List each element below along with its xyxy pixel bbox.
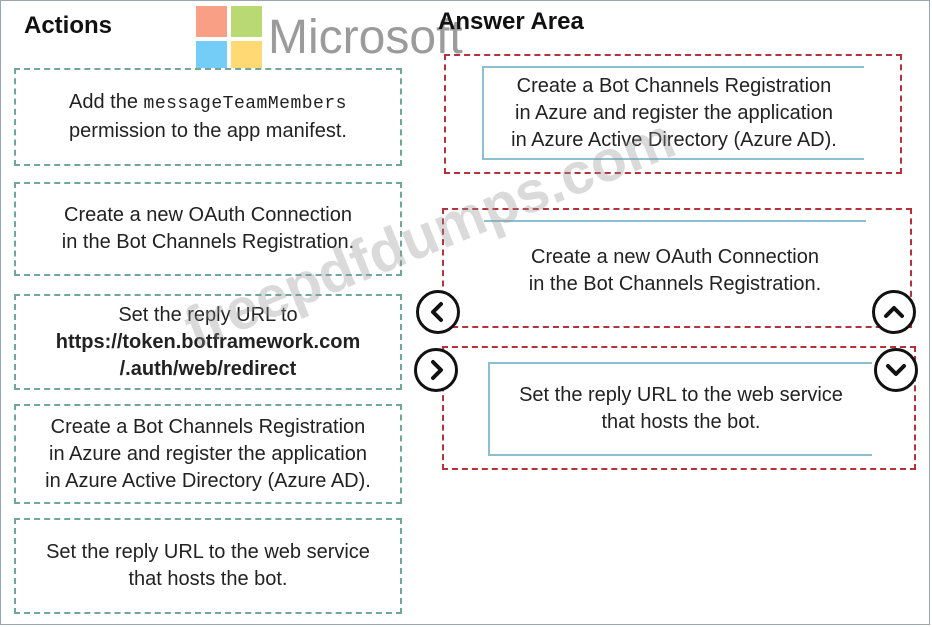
- action-text: in the Bot Channels Registration.: [61, 231, 355, 253]
- move-down-button[interactable]: [874, 348, 918, 392]
- answer-text: Create a Bot Channels Registration: [516, 74, 832, 97]
- move-left-button[interactable]: [416, 290, 460, 334]
- action-text: in Azure Active Directory (Azure AD).: [45, 469, 371, 492]
- url-text: /.auth/web/redirect: [119, 357, 297, 380]
- url-text: https://token.botframework.com: [55, 330, 361, 353]
- actions-heading: Actions: [24, 12, 113, 39]
- action-text: Create a new OAuth Connection: [64, 204, 352, 226]
- answer-item-2[interactable]: Create a new OAuth Connection in the Bot…: [484, 220, 866, 320]
- move-up-button[interactable]: [872, 290, 916, 334]
- answer-text: in Azure Active Directory (Azure AD).: [511, 128, 837, 151]
- answer-text: that hosts the bot.: [601, 411, 761, 433]
- microsoft-logo: [196, 6, 262, 77]
- action-create-oauth[interactable]: Create a new OAuth Connection in the Bot…: [14, 182, 402, 276]
- microsoft-logo-text: Microsoft: [268, 11, 463, 64]
- answer-slot-1[interactable]: [444, 54, 902, 174]
- action-add-permission[interactable]: Add the messageTeamMembers permission to…: [14, 68, 402, 166]
- chevron-up-icon: [884, 306, 904, 318]
- answer-item-1[interactable]: Create a Bot Channels Registration in Az…: [482, 66, 864, 160]
- answer-area-heading: Answer Area: [438, 8, 584, 35]
- chevron-down-icon: [886, 364, 906, 376]
- answer-text: Set the reply URL to the web service: [519, 384, 843, 406]
- chevron-right-icon: [431, 360, 443, 380]
- action-text: Add the: [69, 91, 144, 113]
- action-text: Set the reply URL to: [118, 303, 298, 326]
- answer-slot-2[interactable]: [442, 208, 912, 328]
- action-create-bot-registration[interactable]: Create a Bot Channels Registration in Az…: [14, 404, 402, 504]
- answer-text: in Azure and register the application: [515, 101, 833, 124]
- action-text: Create a Bot Channels Registration: [50, 415, 366, 438]
- action-set-reply-url-botframework[interactable]: Set the reply URL to https://token.botfr…: [14, 294, 402, 390]
- action-text: in Azure and register the application: [49, 442, 367, 465]
- action-text: permission to the app manifest.: [69, 120, 347, 142]
- answer-item-3[interactable]: Set the reply URL to the web service tha…: [488, 362, 872, 456]
- answer-text: in the Bot Channels Registration.: [528, 273, 822, 295]
- action-text: Set the reply URL to the web service: [46, 541, 370, 563]
- action-text: that hosts the bot.: [128, 568, 288, 590]
- answer-slot-3[interactable]: [442, 346, 916, 470]
- answer-text: Create a new OAuth Connection: [531, 246, 819, 268]
- action-set-reply-url-webservice[interactable]: Set the reply URL to the web service tha…: [14, 518, 402, 614]
- move-right-button[interactable]: [414, 348, 458, 392]
- chevron-left-icon: [431, 302, 443, 322]
- code-text: messageTeamMembers: [143, 94, 347, 114]
